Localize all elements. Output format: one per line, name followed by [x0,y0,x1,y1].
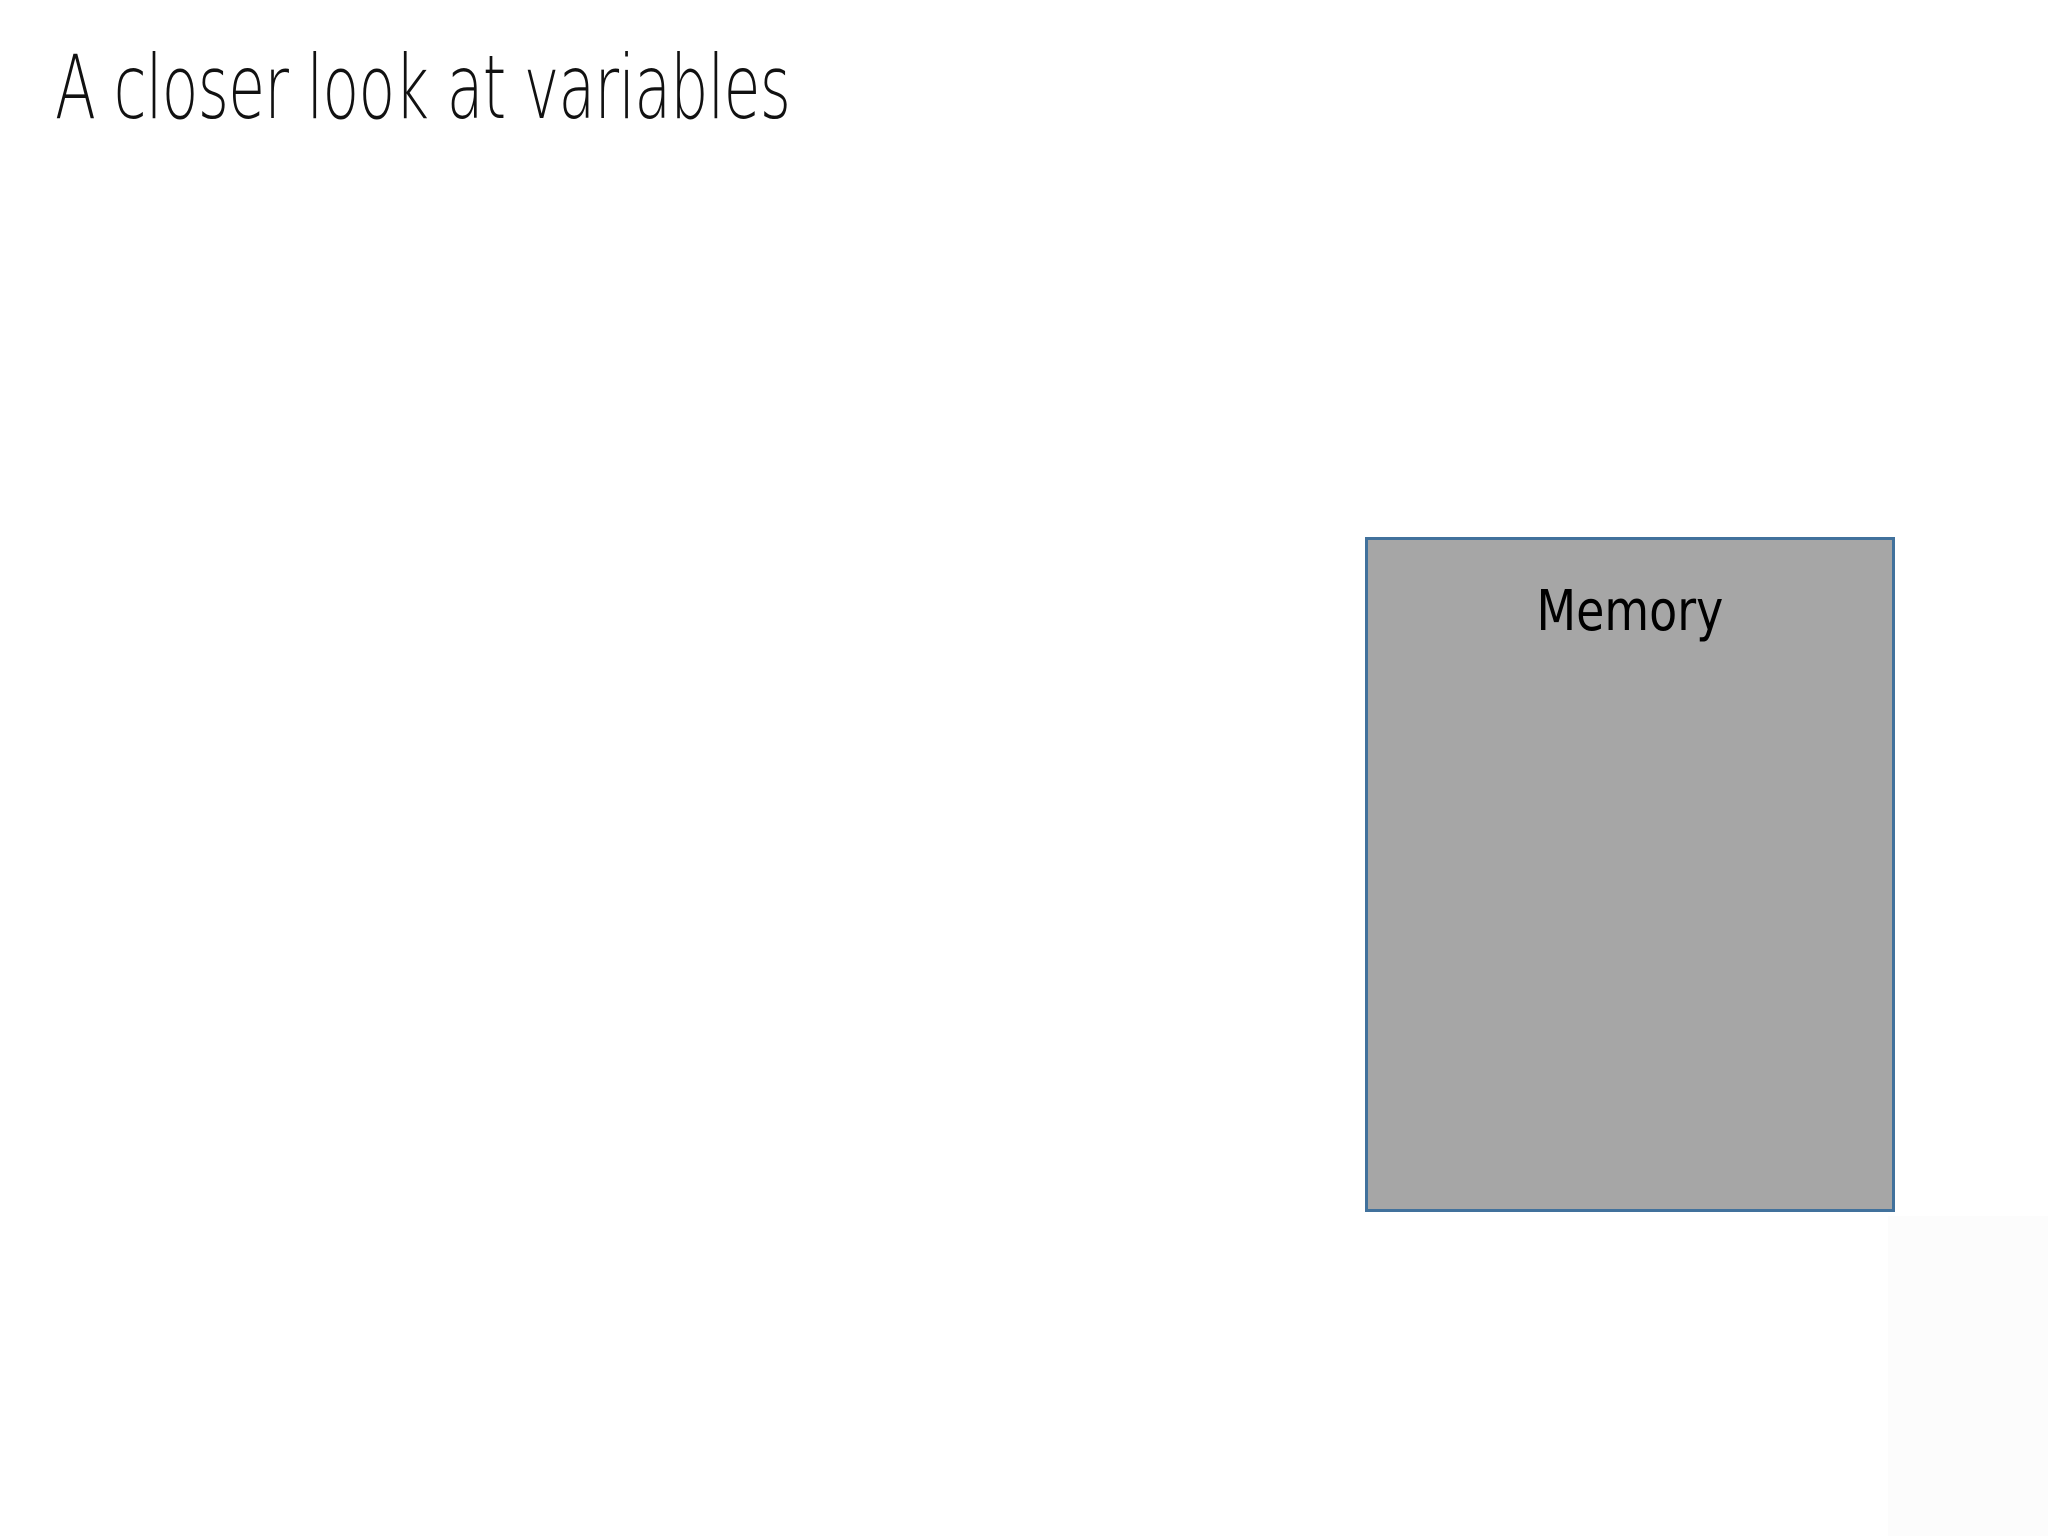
memory-box-label: Memory [1536,579,1724,644]
bottom-right-panel [1888,1216,2048,1536]
memory-box: Memory [1365,537,1895,1212]
slide-title: A closer look at variables [55,36,791,139]
